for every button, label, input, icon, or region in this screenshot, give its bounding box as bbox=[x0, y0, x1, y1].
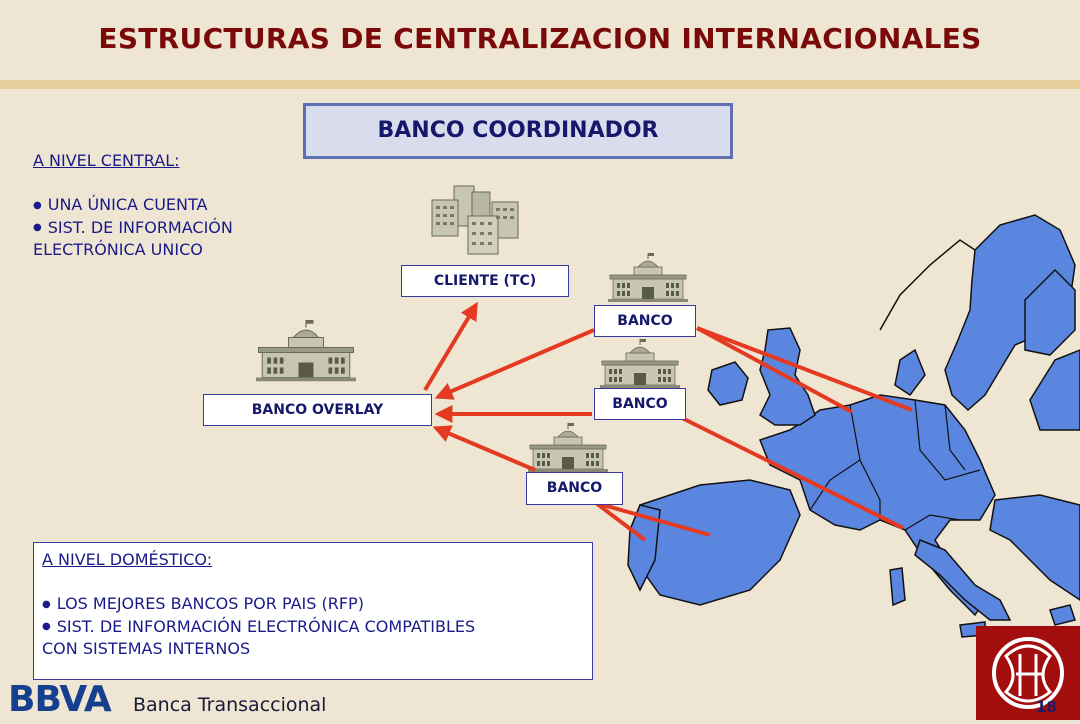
central-bullet: ●UNA ÚNICA CUENTA bbox=[33, 195, 208, 214]
banco-overlay-node: BANCO OVERLAY bbox=[203, 394, 432, 426]
cliente-node: CLIENTE (TC) bbox=[401, 265, 569, 297]
central-continuation: ELECTRÓNICA UNICO bbox=[33, 240, 203, 259]
flow-arrows bbox=[423, 301, 913, 542]
central-bullet: ●SIST. DE INFORMACIÓN bbox=[33, 217, 233, 237]
link-banco2-italy bbox=[679, 415, 904, 530]
central-bullet-text: UNA ÚNICA CUENTA bbox=[47, 195, 208, 214]
page-number: 18 bbox=[1036, 698, 1057, 716]
arrow-banco1-to-overlay bbox=[434, 328, 595, 400]
arrow-banco3-to-overlay bbox=[432, 425, 536, 472]
office-buildings-icon bbox=[431, 185, 519, 255]
domestic-bullet-text: LOS MEJORES BANCOS POR PAIS (RFP) bbox=[56, 594, 364, 613]
title-divider bbox=[0, 80, 1080, 89]
bbva-logo: BBVA bbox=[8, 679, 112, 720]
bank-building-icon bbox=[527, 422, 609, 473]
central-bullet-text: SIST. DE INFORMACIÓN bbox=[47, 217, 233, 237]
central-heading: A NIVEL CENTRAL: bbox=[33, 151, 180, 170]
country-borders bbox=[809, 399, 981, 531]
link-banco3-spain bbox=[595, 501, 711, 537]
central-level-notes: A NIVEL CENTRAL: ●UNA ÚNICA CUENTA ●SIST… bbox=[33, 150, 313, 261]
corporate-emblem-logo bbox=[976, 626, 1080, 720]
emblem-icon bbox=[992, 637, 1064, 709]
arrow-overlay-to-cliente bbox=[423, 301, 478, 392]
bank-building-icon bbox=[255, 319, 357, 382]
domestic-heading: A NIVEL DOMÉSTICO: bbox=[42, 550, 213, 569]
domestic-continuation: CON SISTEMAS INTERNOS bbox=[42, 639, 251, 658]
europe-map-image bbox=[627, 214, 1080, 638]
domestic-bullet: ●SIST. DE INFORMACIÓN ELECTRÓNICA COMPAT… bbox=[42, 616, 476, 636]
bank-building-icon bbox=[599, 338, 681, 389]
banco-node: BANCO bbox=[594, 305, 696, 337]
banco-node: BANCO bbox=[526, 472, 623, 505]
bank-building-icon bbox=[607, 252, 689, 303]
banco-node: BANCO bbox=[594, 388, 686, 420]
title-bar bbox=[0, 0, 1080, 80]
coordinator-bank-box: BANCO COORDINADOR bbox=[303, 103, 733, 159]
link-banco1-benelux bbox=[696, 326, 853, 414]
page-title: ESTRUCTURAS DE CENTRALIZACION INTERNACIO… bbox=[98, 22, 982, 55]
domestic-bullet-text: SIST. DE INFORMACIÓN ELECTRÓNICA COMPATI… bbox=[56, 616, 476, 636]
footer-section-title: Banca Transaccional bbox=[133, 694, 327, 716]
domestic-level-notes: A NIVEL DOMÉSTICO: ●LOS MEJORES BANCOS P… bbox=[33, 542, 593, 680]
domestic-bullet: ●LOS MEJORES BANCOS POR PAIS (RFP) bbox=[42, 594, 364, 613]
link-banco3-portugal bbox=[594, 501, 647, 542]
link-banco1-north bbox=[696, 326, 913, 412]
